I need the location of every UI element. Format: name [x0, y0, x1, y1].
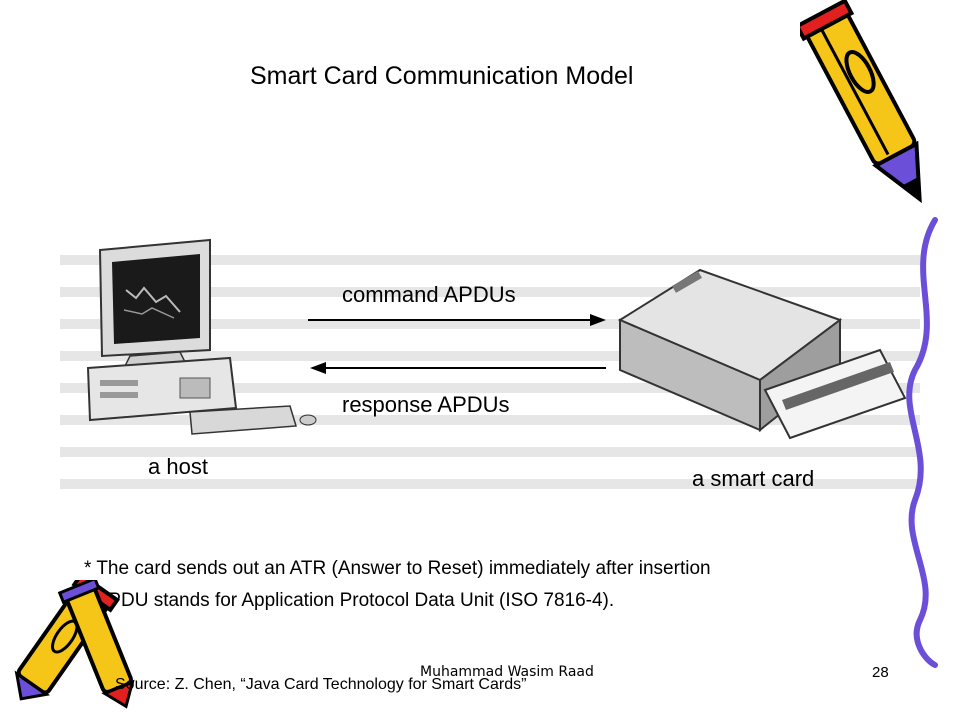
slide-title: Smart Card Communication Model [250, 62, 634, 90]
host-label: a host [148, 454, 208, 479]
card-reader-icon: a smart card [617, 268, 907, 491]
smart-card-label: a smart card [692, 466, 814, 491]
pencil-icon [800, 0, 922, 204]
communication-diagram: a host command APDUs response APDUs a sm… [60, 238, 920, 491]
squiggle-decoration [906, 217, 938, 668]
arrow-right-icon [308, 314, 606, 326]
command-apdus-label: command APDUs [342, 282, 516, 307]
response-apdus-label: response APDUs [342, 392, 510, 417]
source-citation: Source: Z. Chen, “Java Card Technology f… [115, 676, 527, 693]
footer-author: Muhammad Wasim Raad [420, 664, 594, 680]
bullet-apdu: * APDU stands for Application Protocol D… [84, 590, 615, 611]
computer-icon: a host [86, 238, 317, 479]
pencil-icon-bottom [14, 580, 135, 709]
page-number: 28 [872, 664, 889, 681]
bullet-atr: * The card sends out an ATR (Answer to R… [84, 558, 711, 579]
arrow-left-icon [310, 362, 606, 374]
